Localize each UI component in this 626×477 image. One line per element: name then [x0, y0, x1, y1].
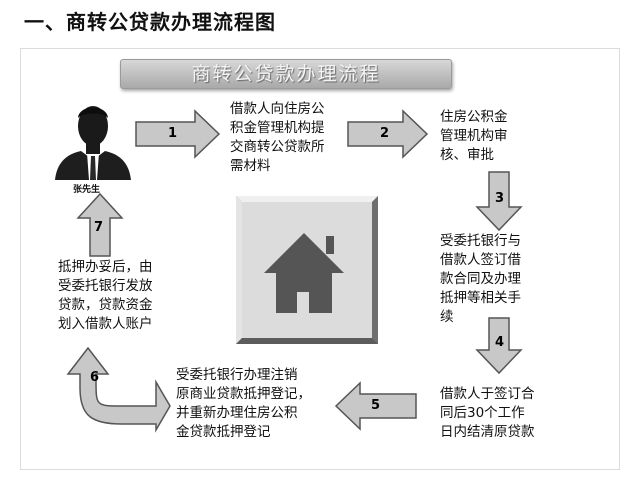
step-5-text: 受委托银行办理注销 原商业贷款抵押登记， 并重新办理住房公积 金贷款抵押登记 — [176, 367, 311, 440]
step-6-number: 6 — [90, 370, 100, 385]
step-6-arrow — [66, 346, 171, 433]
step-3-number: 3 — [495, 191, 505, 206]
step-4-text: 借款人于签订合 同后30个工作 日内结清原贷款 — [440, 386, 535, 440]
step-7-arrow — [76, 192, 124, 257]
step-5-number: 5 — [371, 398, 381, 413]
house-icon — [236, 196, 378, 344]
page-title: 一、商转公贷款办理流程图 — [24, 10, 276, 34]
flowchart-banner: 商转公贷款办理流程 — [120, 59, 452, 89]
step-7-text: 抵押办妥后，由 受委托银行发放 贷款，贷款资金 划入借款人账户 — [58, 259, 153, 332]
step-1-number: 1 — [168, 126, 178, 141]
step-3-arrow — [475, 171, 523, 232]
step-1-text: 借款人向住房公 积金管理机构提 交商转公贷款所 需材料 — [230, 101, 325, 174]
step-4-arrow — [475, 317, 523, 375]
step-3-text: 受委托银行与 借款人签订借 款合同及办理 抵押等相关手 续 — [440, 233, 521, 325]
step-1-arrow — [135, 109, 221, 159]
step-4-number: 4 — [495, 335, 505, 350]
step-7-number: 7 — [94, 220, 104, 235]
step-5-arrow — [334, 381, 417, 431]
step-2-text: 住房公积金 管理机构审 核、审批 — [440, 109, 508, 163]
step-2-number: 2 — [380, 126, 390, 141]
person-silhouette-icon — [51, 96, 135, 180]
step-2-arrow — [347, 109, 429, 159]
person-caption: 张先生 — [73, 185, 101, 195]
